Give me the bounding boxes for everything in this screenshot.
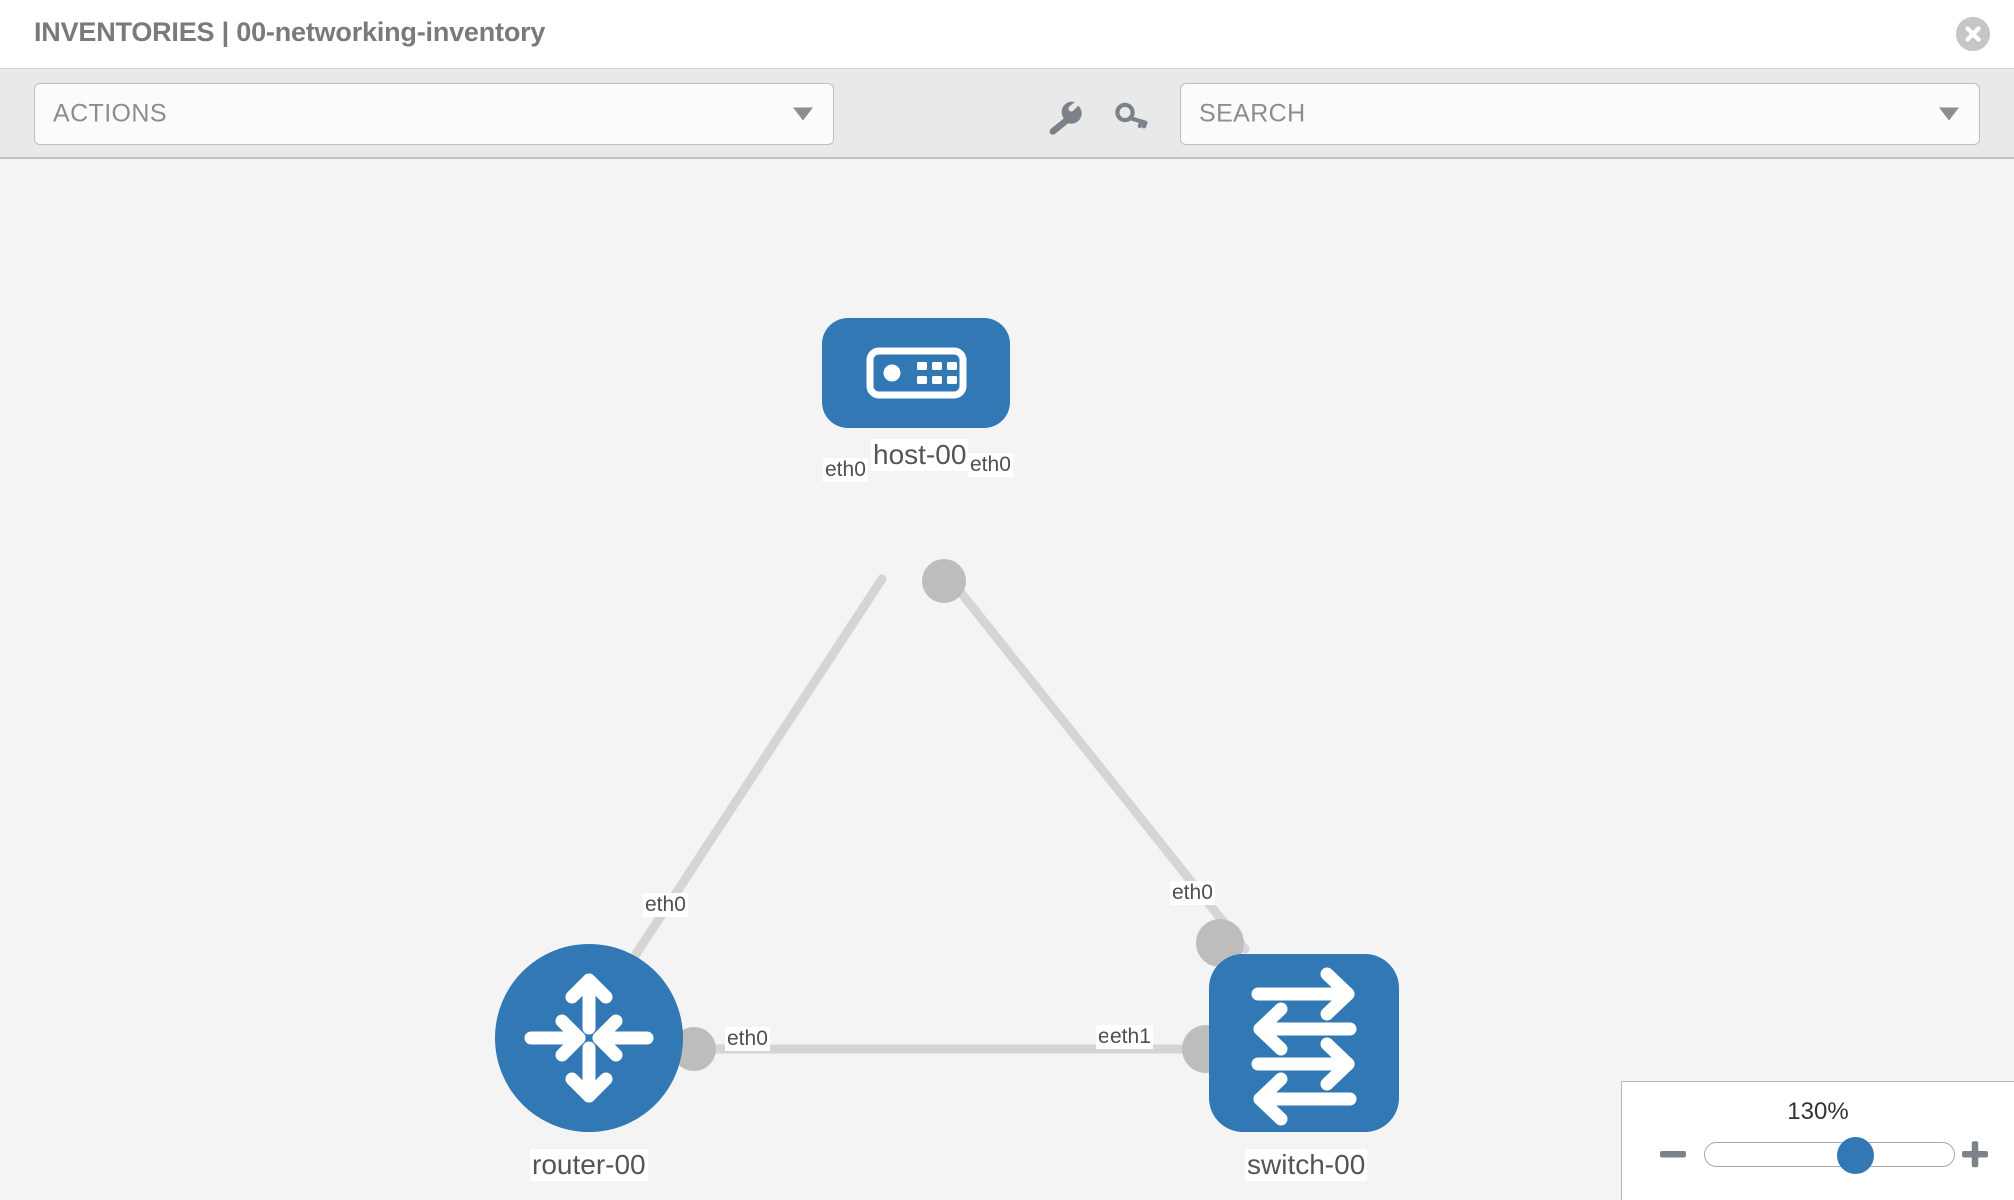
node-label-router-00: router-00 [530, 1149, 648, 1182]
node-switch-00[interactable] [1209, 954, 1399, 1132]
iface-label-switch-top: eth0 [1170, 881, 1215, 906]
topology-edges [595, 574, 1250, 1054]
actions-dropdown[interactable]: ACTIONS [34, 83, 834, 145]
iface-label-router-top: eth0 [643, 893, 688, 918]
toolbar: ACTIONS SEARCH [0, 69, 2014, 159]
minus-icon[interactable] [1658, 1139, 1688, 1169]
node-label-switch-00: switch-00 [1245, 1149, 1368, 1182]
search-input[interactable]: SEARCH [1180, 83, 1980, 145]
router-arrows-icon [524, 973, 654, 1103]
iface-label-router-right: eth0 [725, 1027, 770, 1052]
page-header: INVENTORIES | 00-networking-inventory [0, 0, 2014, 69]
plus-icon[interactable] [1960, 1139, 1990, 1169]
topology-canvas[interactable]: host-00 eth0 eth0 router-00 eth0 eth0 [0, 159, 2014, 1200]
zoom-level-value: 130% [1787, 1098, 1849, 1125]
node-label-host-00: host-00 [871, 439, 969, 472]
wrench-icon[interactable] [1044, 99, 1084, 135]
zoom-control-panel: 130% [1621, 1081, 2014, 1200]
page-title: INVENTORIES | 00-networking-inventory [34, 17, 546, 47]
zoom-slider[interactable] [1704, 1137, 1955, 1174]
search-placeholder: SEARCH [1199, 99, 1306, 128]
endpoint-dot [922, 559, 966, 603]
switch-arrows-icon [1251, 967, 1357, 1126]
chevron-down-icon [793, 107, 813, 121]
key-icon[interactable] [1112, 99, 1152, 135]
close-icon[interactable] [1956, 17, 1990, 51]
node-host-00[interactable] [822, 318, 1010, 428]
actions-dropdown-label: ACTIONS [53, 99, 167, 128]
iface-label-host-left: eth0 [823, 458, 868, 483]
zoom-slider-thumb[interactable] [1837, 1137, 1875, 1174]
chevron-down-icon [1939, 107, 1959, 121]
iface-label-switch-left-b: eth1 [1108, 1025, 1153, 1050]
server-device-icon [866, 347, 967, 399]
node-router-00[interactable] [495, 944, 683, 1132]
iface-label-host-right: eth0 [968, 453, 1013, 478]
